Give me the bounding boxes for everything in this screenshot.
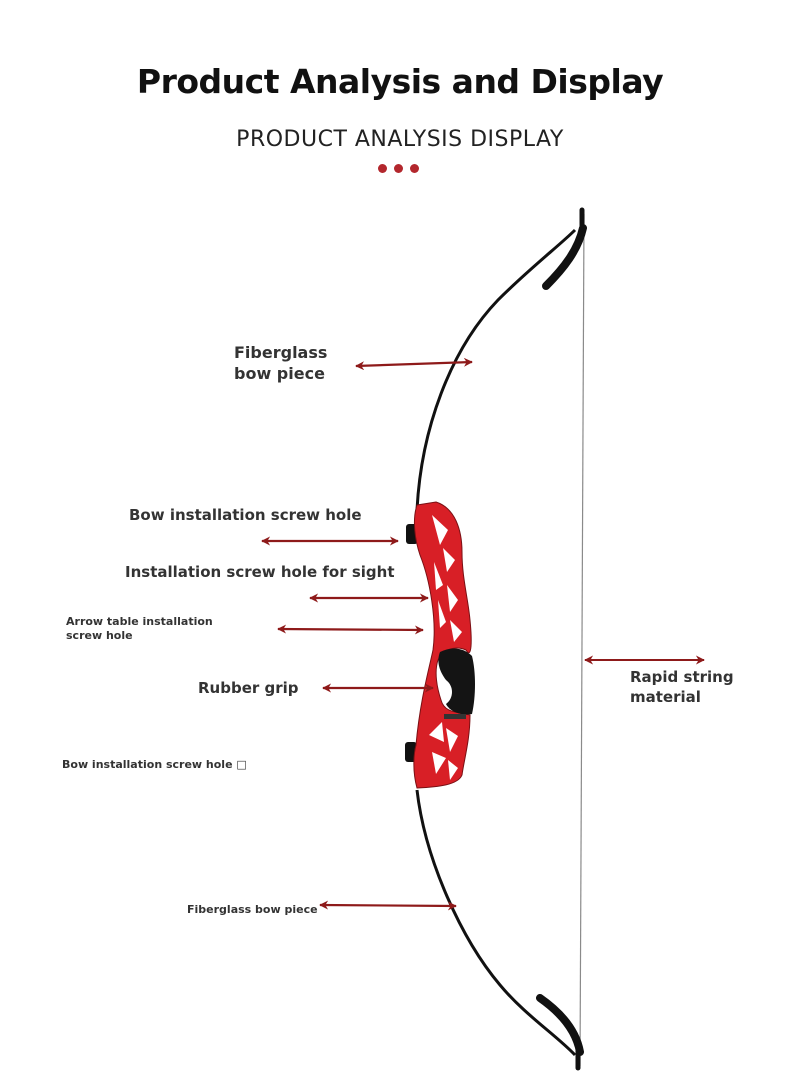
decorative-dots: [378, 164, 419, 173]
riser-cutouts: [429, 515, 462, 780]
label-string: Rapid string material: [630, 668, 734, 706]
label-fiberglass-upper: Fiberglass bow piece: [234, 343, 328, 383]
arrow-arrow-table: [277, 624, 424, 635]
upper-limb-tip: [542, 224, 587, 290]
grip-logo-strip: [444, 714, 466, 719]
arrow-fiberglass-lower: [319, 900, 457, 911]
bow-string: [579, 213, 585, 1067]
dot: [410, 164, 419, 173]
riser: [413, 501, 472, 789]
arrow-fiberglass-upper: [355, 357, 473, 371]
lower-limb: [415, 789, 577, 1057]
upper-limb: [415, 228, 577, 511]
page-title: Product Analysis and Display: [136, 62, 664, 101]
label-sight-screw: Installation screw hole for sight: [125, 563, 395, 581]
lower-limb-tip: [536, 994, 584, 1056]
dot: [394, 164, 403, 173]
label-rubber-grip: Rubber grip: [198, 679, 299, 697]
label-arrow-table: Arrow table installation screw hole: [66, 615, 213, 642]
dot: [378, 164, 387, 173]
page-subtitle: PRODUCT ANALYSIS DISPLAY: [236, 127, 564, 152]
label-fiberglass-lower: Fiberglass bow piece: [187, 903, 318, 916]
rubber-grip-shape: [438, 648, 475, 715]
label-bow-screw-upper: Bow installation screw hole: [129, 506, 362, 524]
label-bow-screw-lower: Bow installation screw hole □: [62, 758, 247, 771]
